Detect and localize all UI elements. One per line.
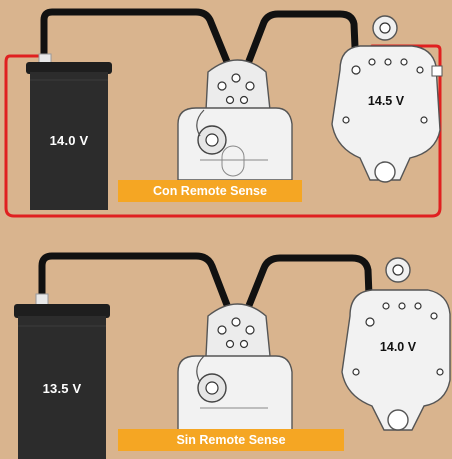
remote-sense-wire <box>4 44 442 218</box>
battery-cable-bottom <box>38 252 236 322</box>
alternator-cable-bottom <box>240 254 374 326</box>
alternator-voltage-label-bottom: 14.0 V <box>379 340 417 354</box>
alternator-top <box>331 15 443 183</box>
alternator-bottom <box>341 257 451 431</box>
battery-voltage-label-top: 14.0 V <box>49 133 89 148</box>
starter-motor-bottom <box>177 303 293 431</box>
alternator-cable-top <box>240 10 360 78</box>
battery-top <box>26 53 112 210</box>
battery-voltage-label-bottom: 13.5 V <box>42 381 82 396</box>
battery-cable-top <box>40 8 236 78</box>
alternator-voltage-label-top: 14.5 V <box>367 94 405 108</box>
caption-banner-bottom: Sin Remote Sense <box>118 429 344 451</box>
battery-bottom <box>14 293 110 459</box>
caption-banner-top: Con Remote Sense <box>118 180 302 202</box>
starter-motor-top <box>177 59 293 181</box>
